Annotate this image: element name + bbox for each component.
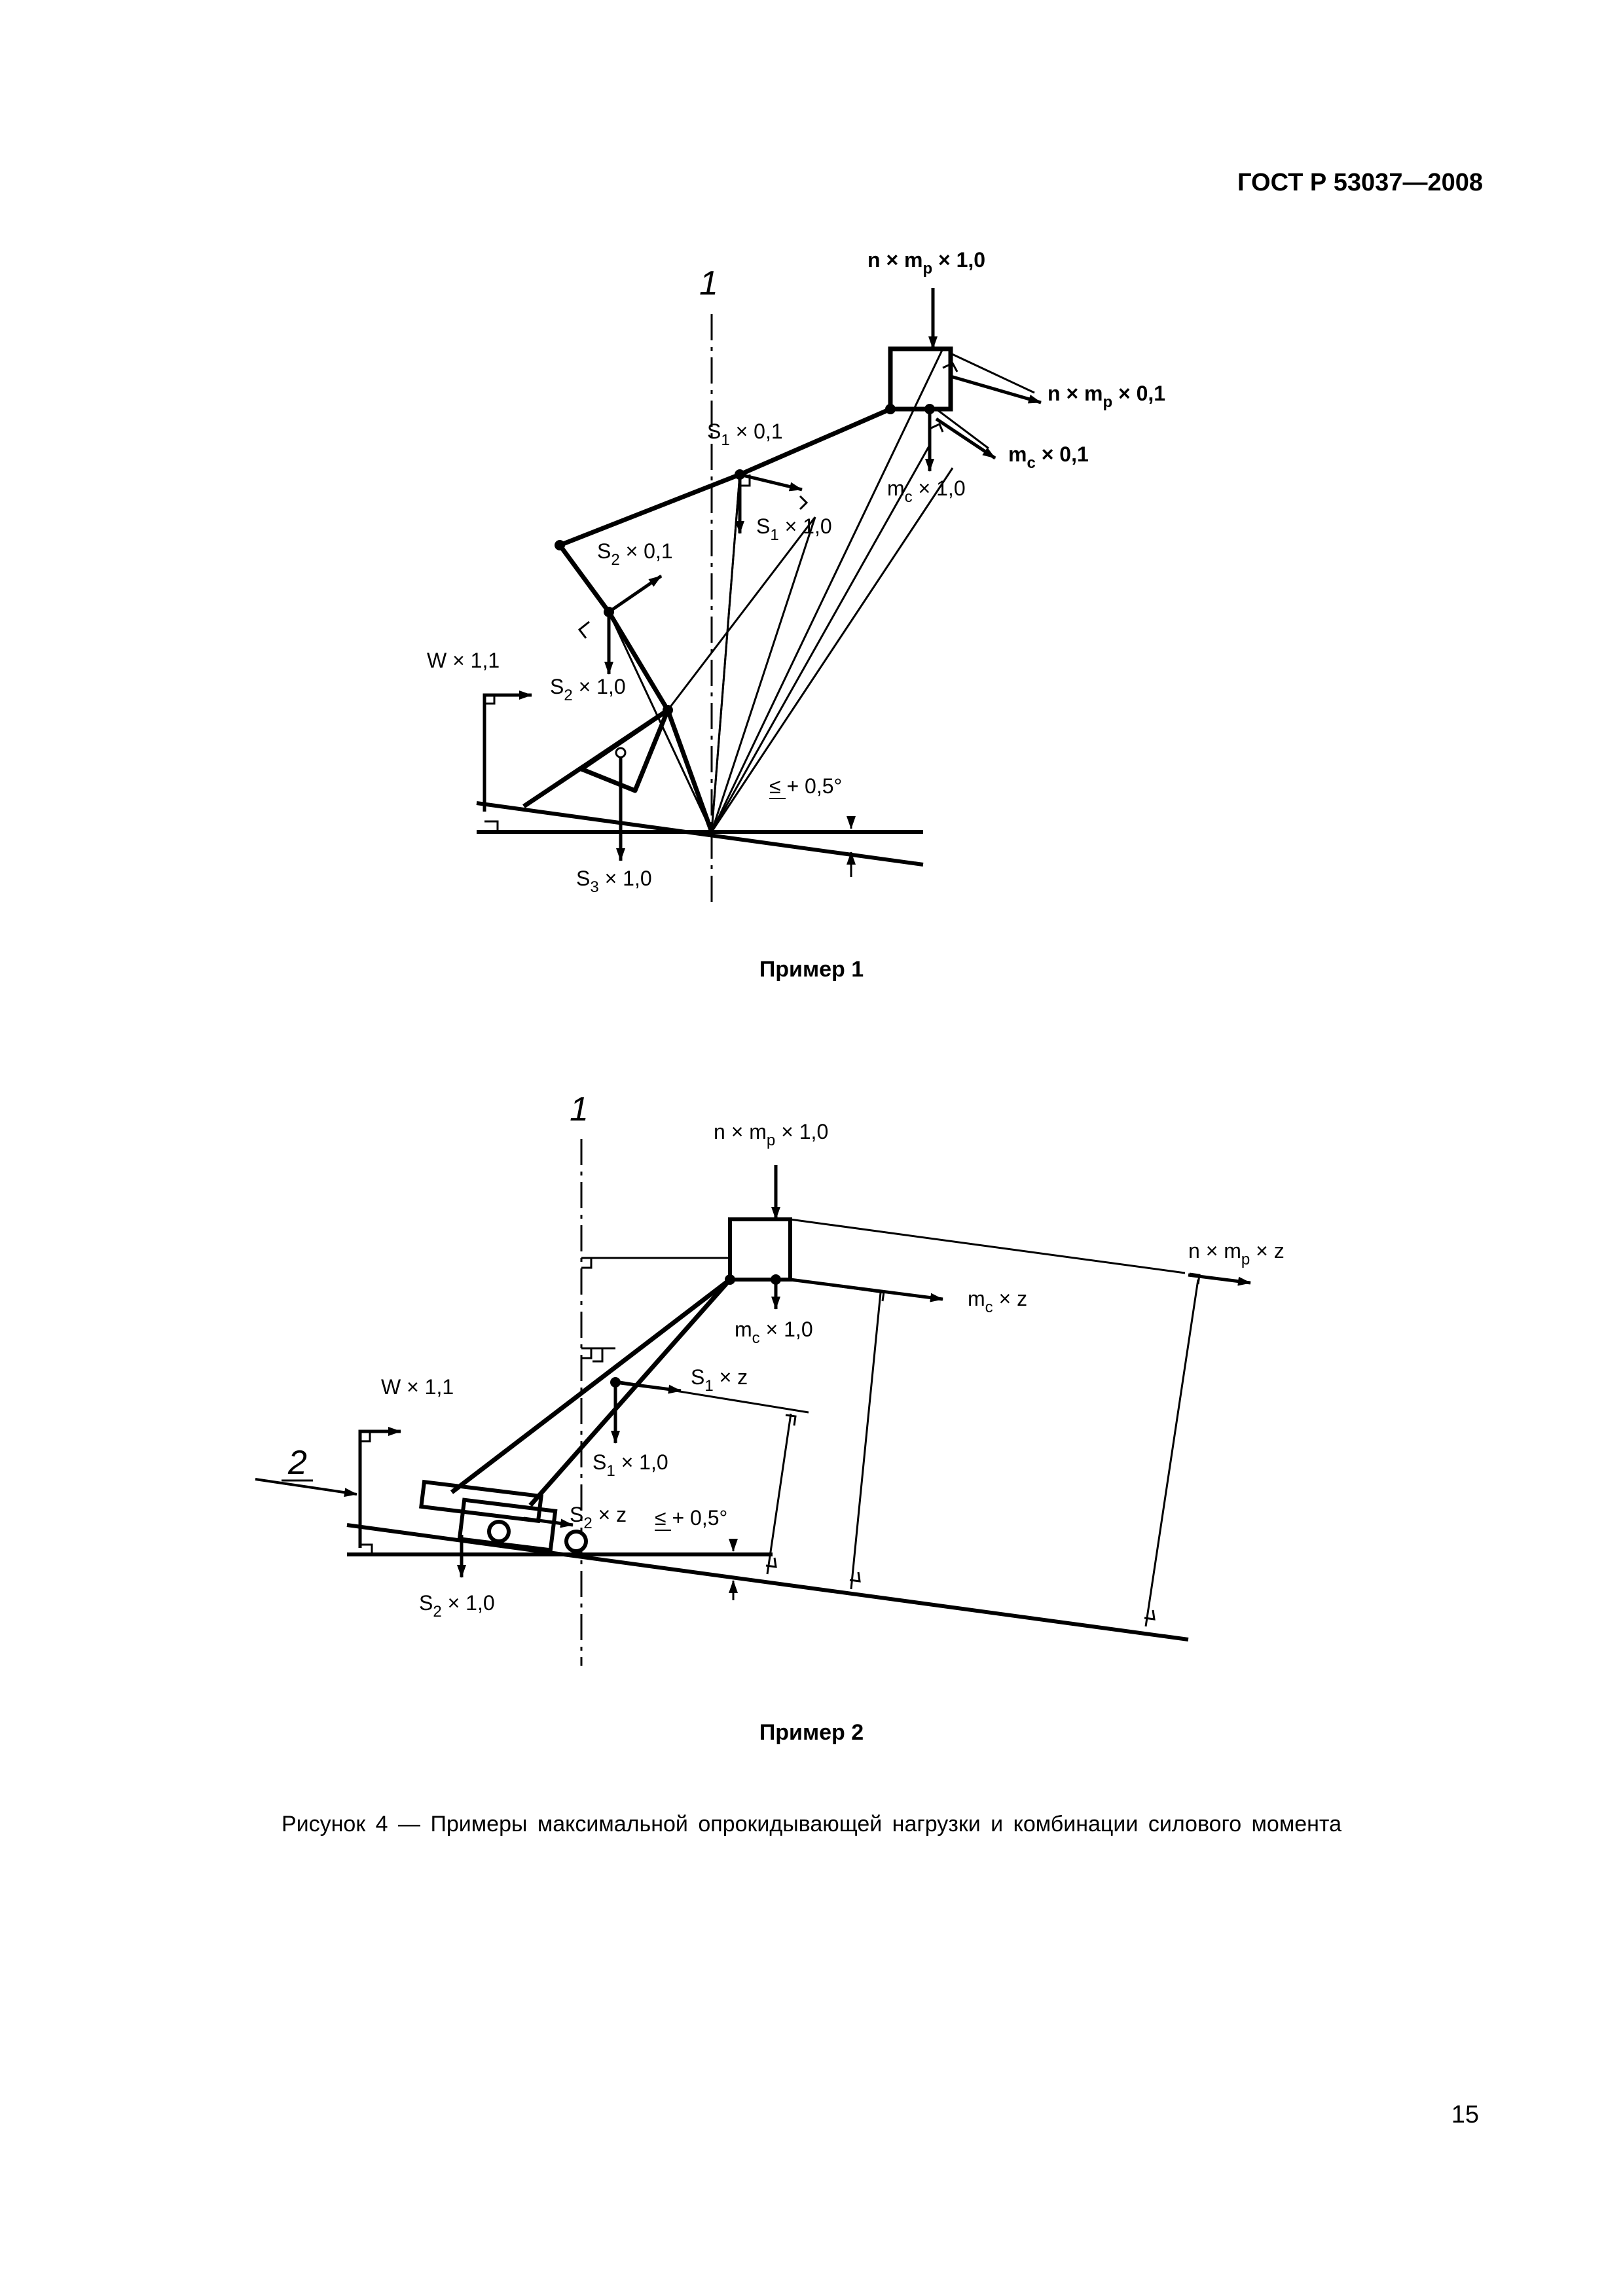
figure-1-label: Пример 1 — [759, 957, 864, 982]
label-mc-z: mc × z — [968, 1287, 1027, 1316]
axis-marker-1: 1 — [570, 1090, 589, 1128]
label-mc-01: mc × 0,1 — [1008, 442, 1089, 472]
axis-marker-1: 1 — [699, 264, 718, 302]
arrow-s2-01 — [608, 574, 663, 614]
arrow-s1-01 — [739, 473, 803, 492]
label-s2-01: S2 × 0,1 — [597, 539, 673, 569]
label-s2-10: S2 × 1,0 — [550, 675, 626, 704]
label-n-mp-10: n × mp × 1,0 — [714, 1120, 828, 1149]
figure-caption: Рисунок 4 — Примеры максимальной опрокид… — [281, 1812, 1342, 1837]
arrow-mc-z — [790, 1278, 943, 1302]
label-s1-10: S1 × 1,0 — [593, 1450, 668, 1480]
wind-arrow — [255, 1478, 357, 1498]
label-mc-10: mc × 1,0 — [735, 1318, 813, 1347]
label-angle: ≤ + 0,5° — [655, 1506, 727, 1530]
arrow-s1-z — [615, 1380, 682, 1394]
label-w-11: W × 1,1 — [427, 649, 500, 672]
platform-box — [888, 346, 953, 412]
arrow-n-mp-z — [1188, 1273, 1251, 1286]
arrow-mc-01 — [935, 417, 996, 460]
label-mc-10: mc × 1,0 — [887, 476, 966, 506]
platform-box — [728, 1217, 792, 1282]
label-s1-10: S1 × 1,0 — [756, 514, 832, 544]
boom-line-1 — [450, 1278, 732, 1494]
label-w-11: W × 1,1 — [381, 1375, 454, 1399]
boom-line-2 — [528, 1278, 732, 1507]
label-n-mp-z: n × mp × z — [1188, 1239, 1285, 1268]
label-s2-10: S2 × 1,0 — [419, 1591, 495, 1621]
label-s3-10: S3 × 1,0 — [576, 867, 652, 896]
page-number: 15 — [1451, 2101, 1479, 2128]
figure-2-diagram: 1 2 n × mp × 1,0 n × mp × z mc × z mc × … — [255, 1090, 1285, 1666]
label-angle: ≤ + 0,5° — [769, 774, 842, 798]
wind-bracket — [483, 693, 530, 812]
arrow-s2-z — [523, 1516, 574, 1528]
figure-2-label: Пример 2 — [759, 1720, 864, 1745]
label-n-mp-10: n × mp × 1,0 — [867, 249, 985, 278]
label-s1-z: S1 × z — [691, 1365, 748, 1395]
document-header: ГОСТ Р 53037—2008 — [1237, 169, 1483, 196]
arrow-n-mp-01 — [950, 374, 1042, 404]
wind-marker-2: 2 — [287, 1444, 307, 1482]
label-s2-z: S2 × z — [570, 1503, 627, 1532]
label-n-mp-01: n × mp × 0,1 — [1048, 382, 1165, 411]
label-s1-01: S1 × 0,1 — [707, 420, 783, 449]
figure-1-diagram: 1 n × mp × 1,0 n × mp × 0,1 mc × 0,1 mc … — [427, 249, 1165, 903]
